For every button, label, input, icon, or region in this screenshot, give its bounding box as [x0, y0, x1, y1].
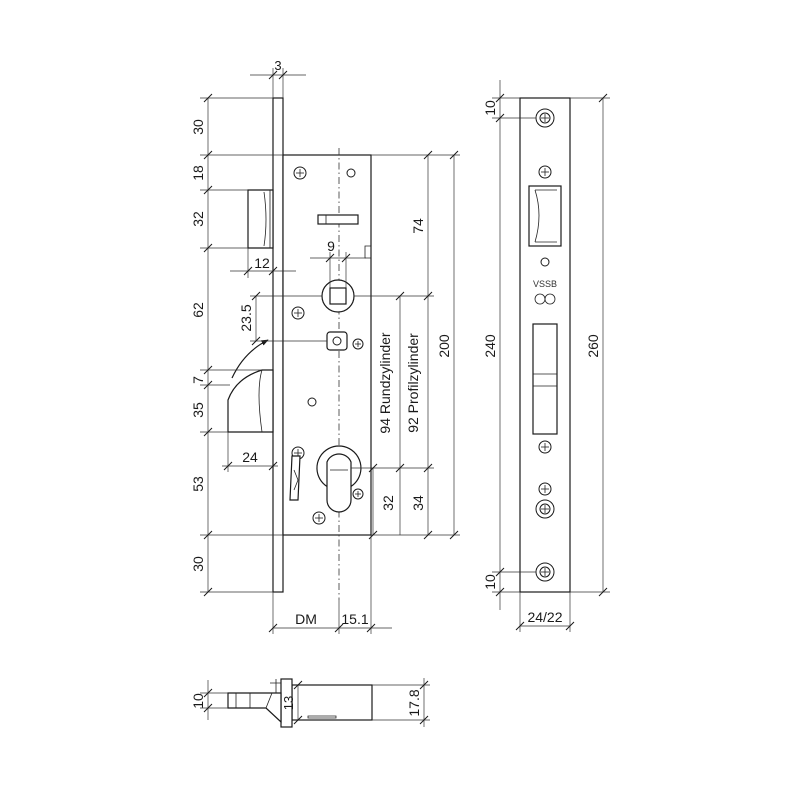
left-dim-chain: [200, 93, 283, 597]
faceplate-view: VSSB: [482, 80, 610, 632]
faceplate-hole-top: [535, 108, 555, 128]
faceplate-bolt-opening: [532, 323, 558, 435]
dim-backset-lines: [268, 535, 392, 634]
front-view: 30 18 32 62 7 35 53 30 3 12 9: [190, 58, 460, 634]
dim-top-to-spindle: 74: [410, 218, 426, 234]
dim-latch-offset: 18: [190, 165, 206, 181]
faceplate-hole-mid: [535, 499, 555, 519]
dim-cylinder-32: 32: [380, 495, 396, 511]
section-latch: [227, 692, 282, 724]
dim-cylinder-34: 34: [410, 495, 426, 511]
label-round-cylinder: 94 Rundzylinder: [377, 332, 393, 434]
latch-bolt: [247, 189, 274, 249]
section-case: [291, 684, 373, 721]
cylinder-lever-detail: [293, 469, 299, 491]
dim-bolt-throw: 24: [242, 449, 258, 465]
faceplate-small-hole: [540, 257, 550, 267]
dim-section-plate: 13: [281, 696, 296, 710]
latch-bevel: [263, 191, 267, 247]
dim-plate-thickness: 3: [274, 58, 281, 73]
faceplate-hole-bottom: [535, 562, 555, 582]
right-dim-lines: [351, 150, 460, 540]
dim-backset-extra: 15.1: [341, 611, 368, 627]
logo-ring-right: [544, 293, 556, 305]
dim-bolt-throw-lines: [222, 432, 278, 472]
case-screw-bottom-right: [352, 488, 364, 500]
dim-latch-height: 32: [190, 211, 206, 227]
dim-bolt-gap: 7: [190, 376, 206, 384]
follower-hole: [332, 336, 342, 346]
cylinder-profile: [326, 453, 352, 513]
dim-spindle-lines: [310, 252, 366, 288]
dim-section-latch: 10: [190, 693, 206, 709]
case-screw-bottom-left: [312, 511, 326, 525]
follower-screw: [352, 338, 364, 350]
dim-total-length: 260: [585, 334, 601, 358]
dead-bolt: [227, 369, 274, 433]
latch-slot: [317, 214, 359, 225]
label-profile-cylinder: 92 Profilzylinder: [405, 333, 421, 433]
spindle-square: [329, 287, 347, 305]
forend-plate: [272, 97, 284, 593]
dim-hole-span: 240: [482, 334, 498, 358]
rotation-arrow: [231, 339, 269, 379]
dim-section-depth: 17.8: [406, 689, 422, 716]
side-lever: [364, 245, 372, 259]
dim-backset: DM: [295, 611, 317, 627]
section-dim-lines: [200, 678, 430, 727]
faceplate-screw-1: [538, 165, 552, 179]
section-latch-tab: [270, 679, 281, 693]
case-screw-mid: [291, 306, 305, 320]
faceplate-dim-lines: [492, 80, 610, 632]
dim-spindle: 9: [327, 238, 335, 254]
section-bottom-slot: [307, 715, 337, 719]
dim-bolt-to-cylinder: 53: [190, 476, 206, 492]
faceplate-latch-opening: [528, 185, 562, 247]
case-hole-mid: [307, 397, 317, 407]
dim-follower-offset: 23.5: [238, 304, 254, 331]
faceplate-logo: VSSB: [533, 279, 557, 289]
dim-follower-lines: [250, 291, 327, 346]
section-latch-detail: [235, 692, 273, 709]
case-screw-top: [293, 166, 307, 180]
dim-bottom-margin: 30: [190, 556, 206, 572]
dim-latch-depth: 12: [254, 255, 270, 271]
dim-body-height: 200: [436, 334, 452, 358]
dim-latch-depth-lines: [230, 248, 296, 278]
section-view: 10 13 17.8: [190, 678, 430, 728]
dim-plate-thickness-lines: [250, 68, 306, 98]
faceplate-screw-2: [538, 440, 552, 454]
faceplate-latch-detail: [534, 189, 557, 243]
faceplate-screw-3: [538, 482, 552, 496]
case-hole-top: [346, 168, 356, 178]
cylinder-lever: [289, 455, 301, 501]
dim-faceplate-width: 24/22: [527, 609, 562, 625]
dim-top-margin: 30: [190, 119, 206, 135]
dim-top-hole: 10: [482, 100, 498, 116]
dim-spindle-to-bolt: 62: [190, 302, 206, 318]
dim-bolt-height: 35: [190, 402, 206, 418]
dead-bolt-edge: [258, 369, 263, 433]
dim-bottom-hole: 10: [482, 574, 498, 590]
